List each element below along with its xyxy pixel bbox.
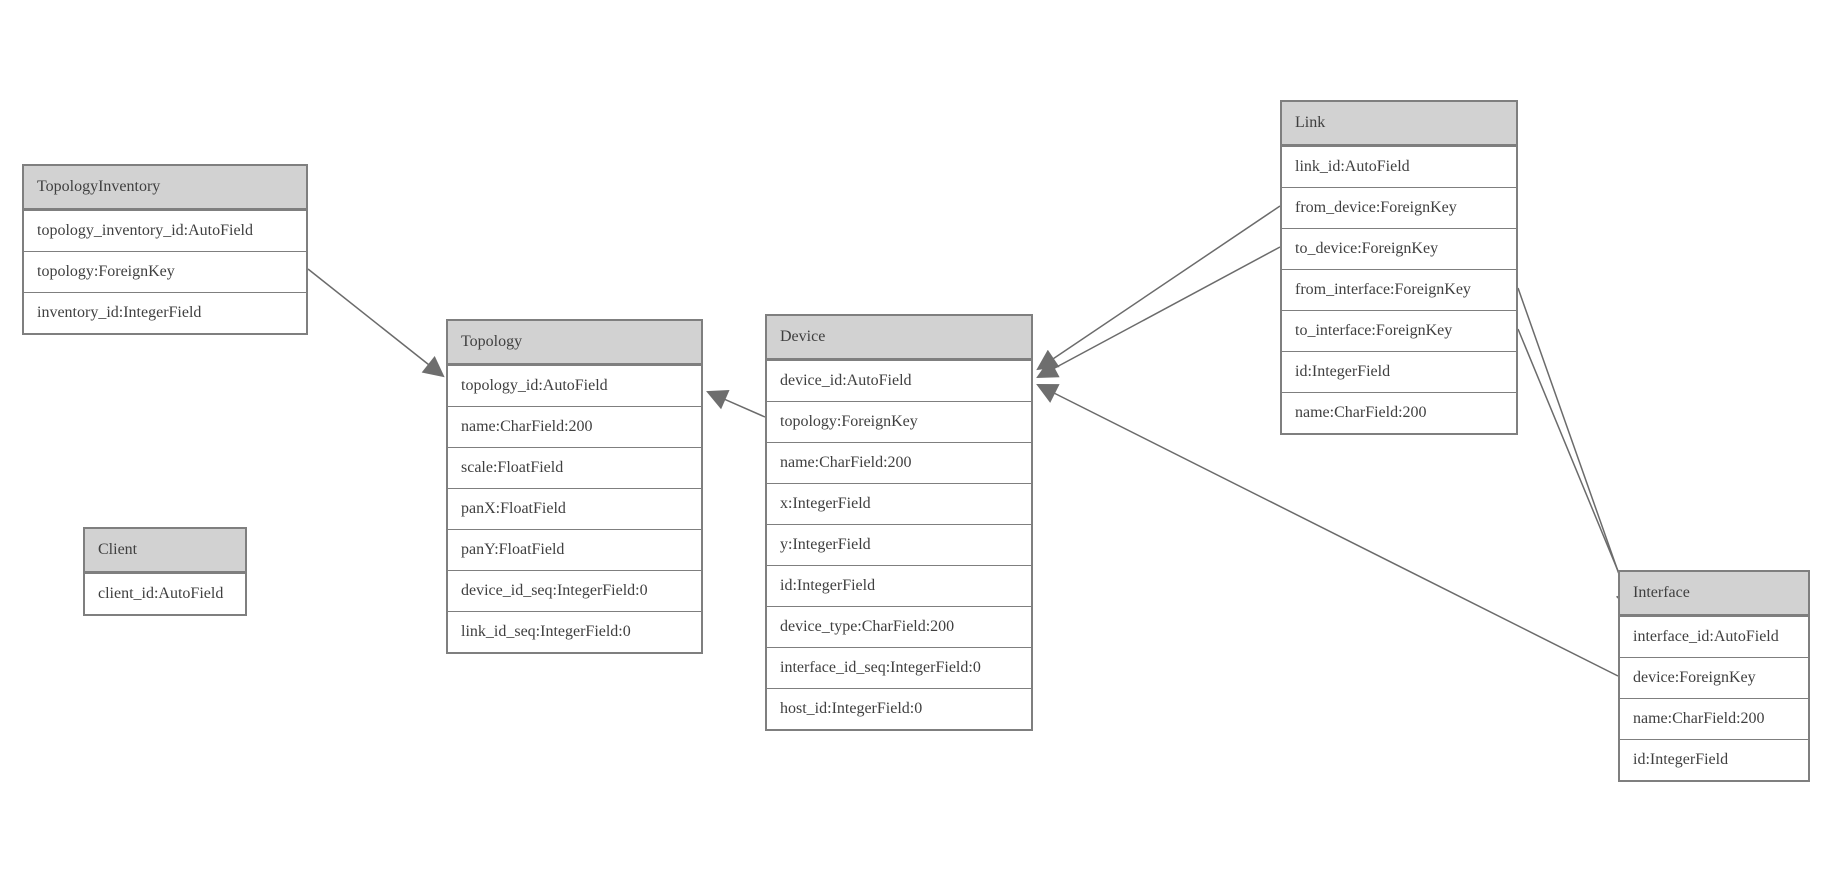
relation-line-device-topology	[706, 389, 766, 418]
entity-title: Client	[85, 529, 245, 573]
entity-field-row: y:IntegerField	[767, 524, 1031, 565]
entity-field-row: device:ForeignKey	[1620, 657, 1808, 698]
entity-field-row: interface_id:AutoField	[1620, 616, 1808, 657]
entity-field-row: x:IntegerField	[767, 483, 1031, 524]
entity-field-row: name:CharField:200	[1620, 698, 1808, 739]
entity-field-row: topology:ForeignKey	[24, 251, 306, 292]
entity-field-row: scale:FloatField	[448, 447, 701, 488]
relation-line-link-to_device	[1036, 246, 1281, 378]
entity-field-row: link_id_seq:IntegerField:0	[448, 611, 701, 652]
entity-field-row: inventory_id:IntegerField	[24, 292, 306, 333]
entity-field-row: topology_inventory_id:AutoField	[24, 210, 306, 251]
entity-field-row: from_interface:ForeignKey	[1282, 269, 1516, 310]
entity-field-row: id:IntegerField	[1620, 739, 1808, 780]
relation-line-link-from_device	[1036, 205, 1281, 371]
entity-field-row: topology:ForeignKey	[767, 401, 1031, 442]
entity-field-row: device_type:CharField:200	[767, 606, 1031, 647]
entity-field-row: client_id:AutoField	[85, 573, 245, 614]
entity-field-row: name:CharField:200	[1282, 392, 1516, 433]
entity-title: Device	[767, 316, 1031, 360]
entity-field-row: panX:FloatField	[448, 488, 701, 529]
entity-title: Interface	[1620, 572, 1808, 616]
entity-field-row: to_interface:ForeignKey	[1282, 310, 1516, 351]
entity-title: Topology	[448, 321, 701, 365]
relation-line-link-from_interface	[1517, 287, 1636, 613]
relation-line-topologyinventory-topology	[307, 268, 445, 378]
entity-field-row: to_device:ForeignKey	[1282, 228, 1516, 269]
entity-field-row: name:CharField:200	[448, 406, 701, 447]
entity-title: TopologyInventory	[24, 166, 306, 210]
entity-field-row: from_device:ForeignKey	[1282, 187, 1516, 228]
entity-field-row: host_id:IntegerField:0	[767, 688, 1031, 729]
entity-field-row: id:IntegerField	[767, 565, 1031, 606]
entity-title: Link	[1282, 102, 1516, 146]
entity-field-row: name:CharField:200	[767, 442, 1031, 483]
entity-field-row: device_id_seq:IntegerField:0	[448, 570, 701, 611]
entity-field-row: link_id:AutoField	[1282, 146, 1516, 187]
entity-field-row: id:IntegerField	[1282, 351, 1516, 392]
entity-field-row: interface_id_seq:IntegerField:0	[767, 647, 1031, 688]
entity-field-row: device_id:AutoField	[767, 360, 1031, 401]
entity-field-row: panY:FloatField	[448, 529, 701, 570]
entity-field-row: topology_id:AutoField	[448, 365, 701, 406]
